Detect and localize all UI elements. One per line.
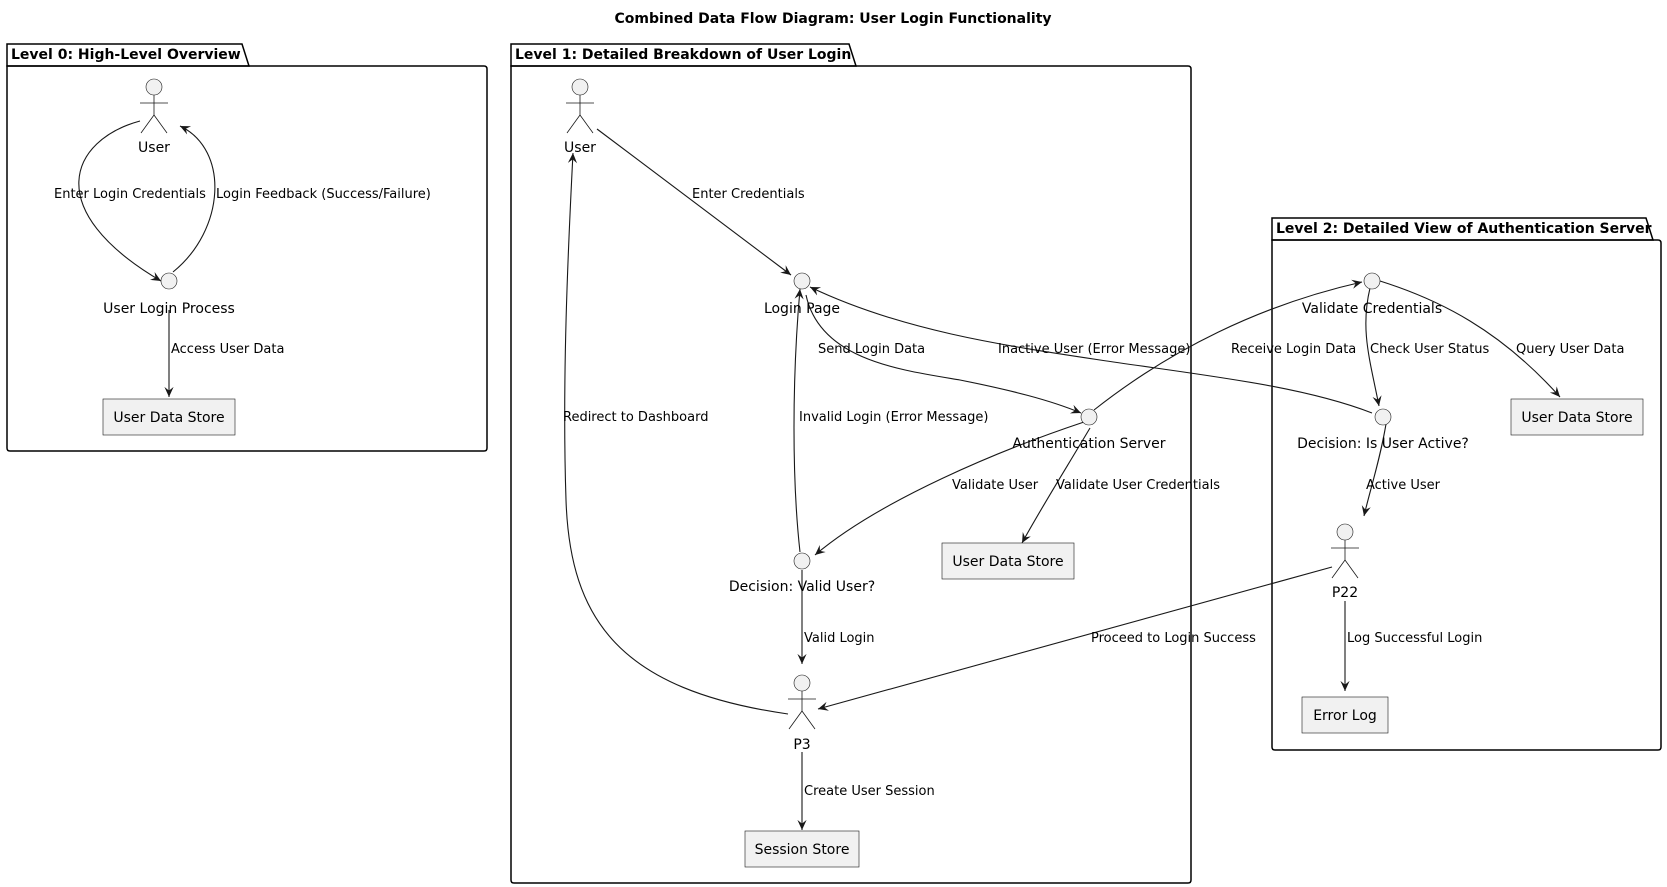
edge-receive-login-data: Receive Login Data [1093, 279, 1363, 411]
svg-text:Validate User: Validate User [952, 478, 1039, 493]
package-level0: Level 0: High-Level Overview [6, 43, 488, 452]
svg-text:Session Store: Session Store [755, 842, 850, 858]
svg-text:Redirect to Dashboard: Redirect to Dashboard [563, 410, 708, 425]
edge-access-user-data: Access User Data [164, 310, 284, 397]
svg-text:Proceed to Login Success: Proceed to Login Success [1091, 631, 1256, 646]
svg-text:Decision: Is User Active?: Decision: Is User Active? [1297, 436, 1469, 452]
edge-log-successful-login: Log Successful Login [1340, 601, 1482, 691]
datastore-user-level1: User Data Store [941, 542, 1075, 580]
decision-is-user-active: Decision: Is User Active? [1297, 408, 1469, 452]
svg-text:Access User Data: Access User Data [171, 342, 284, 357]
actor-user-level0: User [138, 78, 170, 156]
datastore-user-level0: User Data Store [102, 398, 236, 436]
svg-text:Log Successful Login: Log Successful Login [1347, 631, 1482, 646]
edge-valid-login: Valid Login [797, 570, 875, 664]
svg-text:Receive Login Data: Receive Login Data [1231, 342, 1356, 357]
svg-text:Check User Status: Check User Status [1370, 342, 1490, 357]
edge-proceed-to-login-success: Proceed to Login Success [817, 566, 1333, 711]
svg-text:Send Login Data: Send Login Data [818, 342, 925, 357]
edge-check-user-status: Check User Status [1365, 287, 1490, 407]
svg-text:User Data Store: User Data Store [113, 410, 224, 426]
svg-text:User: User [564, 140, 596, 156]
process-authentication-server: Authentication Server [1012, 408, 1166, 452]
actor-user-level1: User [564, 78, 596, 156]
svg-text:Enter Credentials: Enter Credentials [692, 187, 805, 202]
svg-text:P3: P3 [793, 737, 810, 753]
process-validate-credentials: Validate Credentials [1302, 272, 1442, 317]
datastore-user-level2: User Data Store [1510, 398, 1644, 436]
svg-text:Authentication Server: Authentication Server [1012, 436, 1165, 452]
edge-query-user-data: Query User Data [1379, 280, 1624, 398]
svg-text:User Data Store: User Data Store [1521, 410, 1632, 426]
svg-text:User Data Store: User Data Store [952, 554, 1063, 570]
svg-text:Valid Login: Valid Login [804, 631, 875, 646]
edge-active-user: Active User [1361, 423, 1441, 517]
edge-validate-user-credentials: Validate User Credentials [1021, 427, 1220, 544]
edge-create-user-session: Create User Session [797, 752, 935, 830]
svg-text:Decision: Valid User?: Decision: Valid User? [729, 579, 875, 595]
edge-login-feedback: Login Feedback (Success/Failure) [172, 125, 431, 273]
package-level2: Level 2: Detailed View of Authentication… [1271, 217, 1662, 751]
svg-text:Error Log: Error Log [1313, 708, 1377, 724]
svg-text:Enter Login Credentials: Enter Login Credentials [54, 187, 206, 202]
package-title-level2: Level 2: Detailed View of Authentication… [1276, 221, 1652, 237]
edge-validate-user: Validate User [814, 421, 1085, 556]
svg-text:Inactive User (Error Message): Inactive User (Error Message) [998, 342, 1190, 357]
svg-text:Active User: Active User [1366, 478, 1441, 493]
edge-invalid-login: Invalid Login (Error Message) [793, 288, 988, 553]
svg-text:Login Page: Login Page [764, 301, 840, 317]
edge-enter-credentials: Enter Credentials [596, 128, 805, 276]
edge-enter-login-credentials: Enter Login Credentials [54, 120, 206, 282]
actor-p22: P22 [1331, 523, 1359, 601]
svg-text:User Login Process: User Login Process [103, 301, 235, 317]
package-title-level0: Level 0: High-Level Overview [11, 47, 241, 63]
package-level1: Level 1: Detailed Breakdown of User Logi… [510, 43, 1192, 884]
edge-redirect-to-dashboard: Redirect to Dashboard [563, 152, 789, 715]
svg-text:Validate Credentials: Validate Credentials [1302, 301, 1442, 317]
svg-text:Login Feedback (Success/Failur: Login Feedback (Success/Failure) [216, 187, 431, 202]
datastore-session: Session Store [744, 830, 860, 868]
edge-inactive-user: Inactive User (Error Message) [809, 286, 1373, 414]
svg-text:Create User Session: Create User Session [804, 784, 935, 799]
edge-send-login-data: Send Login Data [805, 294, 1082, 414]
svg-text:User: User [138, 140, 170, 156]
svg-text:P22: P22 [1332, 585, 1358, 601]
svg-text:Invalid Login (Error Message): Invalid Login (Error Message) [799, 410, 988, 425]
svg-text:Validate User Credentials: Validate User Credentials [1056, 478, 1220, 493]
actor-p3: P3 [788, 674, 816, 753]
svg-text:Query User Data: Query User Data [1516, 342, 1624, 357]
process-user-login-level0: User Login Process [103, 272, 235, 317]
decision-valid-user: Decision: Valid User? [729, 552, 875, 595]
process-login-page: Login Page [764, 272, 840, 317]
datastore-error-log: Error Log [1301, 696, 1389, 734]
diagram-title: Combined Data Flow Diagram: User Login F… [614, 11, 1051, 27]
package-title-level1: Level 1: Detailed Breakdown of User Logi… [515, 47, 851, 63]
